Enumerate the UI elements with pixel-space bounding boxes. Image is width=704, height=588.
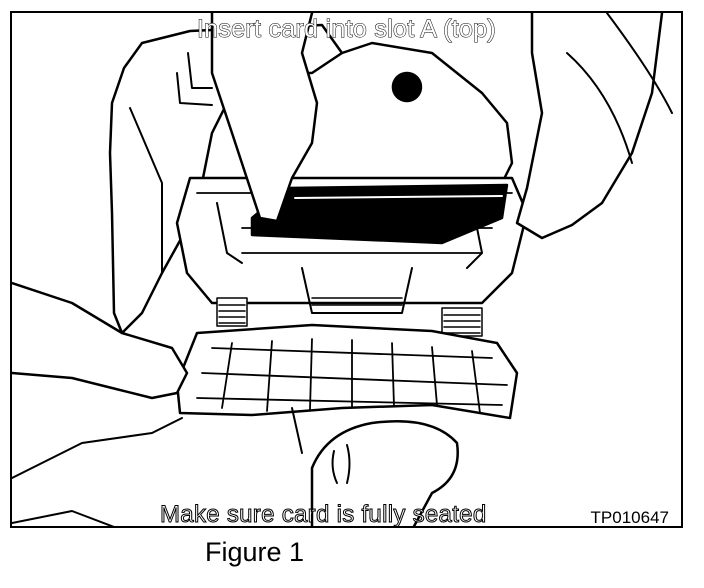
- upper-hand: [210, 13, 319, 223]
- illustration-frame: Insert card into slot A (top) Make sure …: [10, 11, 683, 528]
- figure-label: Figure 1: [205, 537, 305, 567]
- lower-hand: [12, 281, 189, 400]
- top-caption: Insert card into slot A (top): [196, 15, 497, 44]
- bottom-caption: Make sure card is fully seated: [159, 501, 487, 528]
- card-insertion-illustration: [12, 13, 673, 526]
- reference-code: TP010647: [590, 508, 669, 527]
